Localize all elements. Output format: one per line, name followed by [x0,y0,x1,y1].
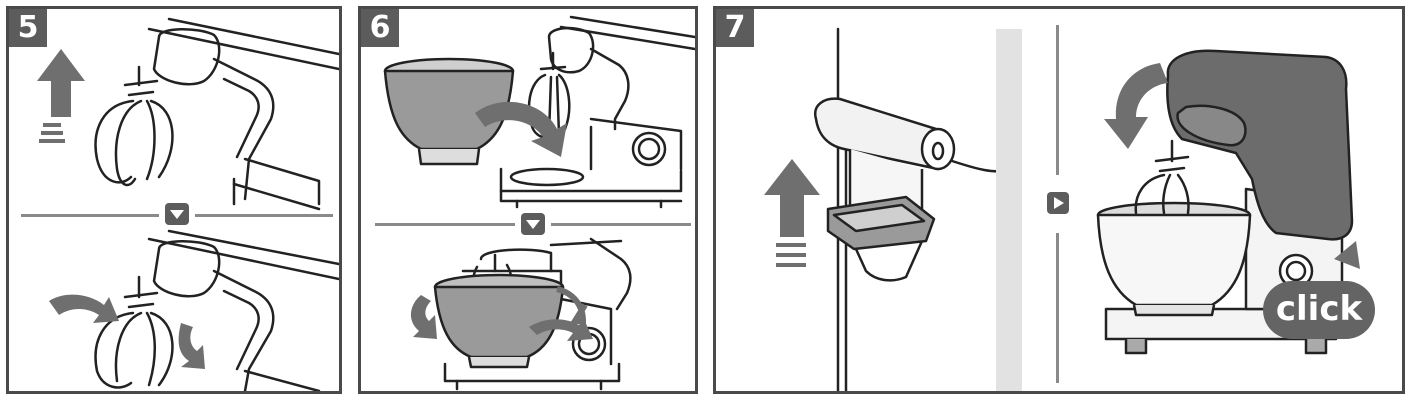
step-6-panel: 6 [358,6,698,394]
divider-line [375,213,691,235]
step-7-panel: 7 [713,6,1405,394]
column-shade [996,29,1022,391]
step-5-panel: 5 [6,6,342,394]
click-callout: click [1263,281,1375,339]
step-6-illustration [375,15,695,391]
rotate-arrow-icon [410,286,593,341]
curved-arrow-icon [1104,63,1168,149]
rotate-arrow-icon [49,294,205,369]
divider-line [21,203,333,225]
up-arrow-icon [37,49,85,143]
step-5-illustration [21,17,339,391]
step-5-number: 5 [9,9,47,47]
up-arrow-icon [764,159,820,267]
step-7-illustration [764,25,1360,391]
step-7-number: 7 [716,9,754,47]
divider-line [1047,25,1069,383]
step-6-number: 6 [361,9,399,47]
click-arrow-icon [1334,241,1360,269]
curved-arrow-icon [475,101,567,157]
